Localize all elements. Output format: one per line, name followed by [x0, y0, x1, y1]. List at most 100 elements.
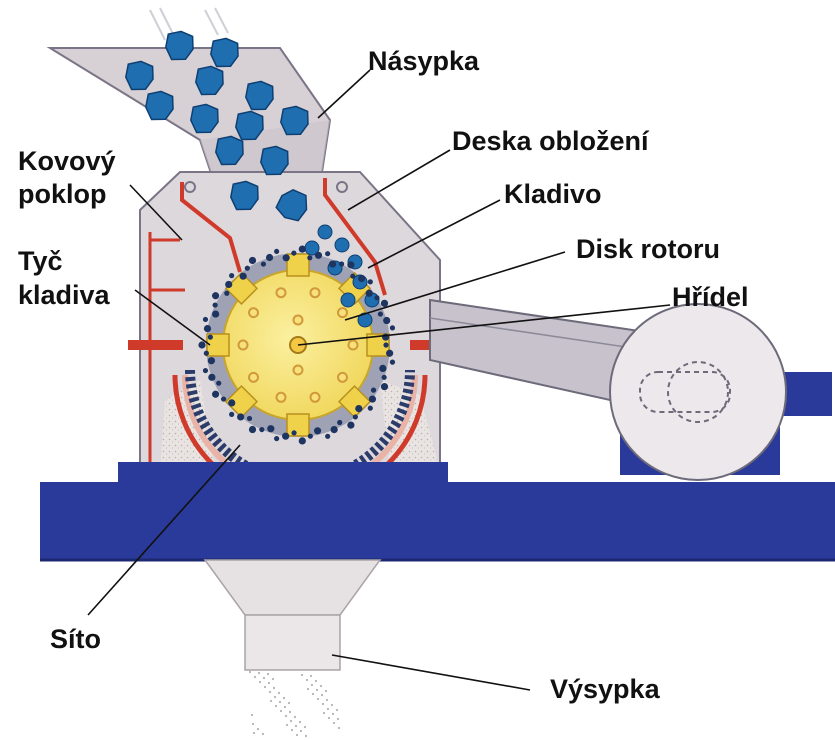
ore-grain [282, 433, 289, 440]
powder-grain [337, 718, 339, 720]
powder-grain [331, 704, 333, 706]
bolt [249, 373, 258, 382]
label-vysypka: Výsypka [550, 674, 661, 704]
powder-grain [283, 697, 285, 699]
ore-grain [353, 414, 358, 419]
powder-grain [315, 680, 317, 682]
powder-grain [264, 686, 266, 688]
ore-grain [204, 325, 211, 332]
ore-grain [299, 437, 306, 444]
ore-grain [368, 406, 373, 411]
powder-grain [295, 725, 297, 727]
powder-grain [316, 689, 318, 691]
ore-grain [381, 383, 388, 390]
ore-lump [236, 111, 263, 139]
motor [610, 304, 832, 480]
ore-grain [390, 360, 395, 365]
powder-grain [317, 698, 319, 700]
ore-grain [339, 261, 344, 266]
ore-grain [259, 427, 264, 432]
powder-grain [301, 674, 303, 676]
powder-grain [327, 708, 329, 710]
ore-grain [249, 426, 256, 433]
ore-grain [314, 427, 321, 434]
ore-grain [381, 300, 388, 307]
ore-lump [191, 104, 218, 132]
powder-grain [310, 675, 312, 677]
ore-grain [203, 368, 208, 373]
ore-grain [299, 245, 306, 252]
powder-grain [269, 691, 271, 693]
ore-fragment [318, 225, 332, 239]
leader-nasypka [318, 70, 370, 118]
bolt [294, 366, 303, 375]
ore-grain [237, 413, 244, 420]
label-disk-rotoru: Disk rotoru [576, 234, 720, 264]
powder-grain [279, 701, 281, 703]
bolt [310, 393, 319, 402]
ore-grain [315, 252, 322, 259]
ore-grain [291, 250, 296, 255]
ore-grain [382, 375, 387, 380]
ore-grain [371, 388, 376, 393]
ore-grain [386, 350, 393, 357]
ore-grain [329, 260, 336, 267]
powder-grain [326, 699, 328, 701]
ore-grain [390, 325, 395, 330]
ore-lump [261, 146, 288, 174]
ore-grain [291, 430, 296, 435]
powder-grain [325, 690, 327, 692]
powder-grain [291, 729, 293, 731]
ore-grain [212, 292, 219, 299]
ore-grain [355, 405, 362, 412]
label-deska-oblozeni: Deska obložení [452, 126, 650, 156]
hammer [287, 254, 309, 276]
powder-grain [323, 712, 325, 714]
ore-lump [281, 106, 308, 134]
leader-vysypka [332, 655, 530, 690]
ore-grain [350, 274, 355, 279]
ore-grain [249, 257, 256, 264]
ore-grain [307, 255, 312, 260]
ore-grain [374, 295, 379, 300]
ore-grain [378, 311, 383, 316]
powder-grain [288, 702, 290, 704]
powder-grain [312, 693, 314, 695]
powder-grain [289, 711, 291, 713]
ore-grain [368, 279, 373, 284]
powder-grain [299, 721, 301, 723]
label-kladivo: Kladivo [504, 179, 602, 209]
ore-grain [261, 261, 266, 266]
powder-grain [284, 706, 286, 708]
powder-grain [290, 720, 292, 722]
powder-grain [300, 730, 302, 732]
powder-grain [273, 687, 275, 689]
ore-grain [224, 291, 229, 296]
label-tyc: Tyč [18, 246, 63, 276]
ore-lump [211, 38, 238, 66]
bolt [277, 288, 286, 297]
powder-grain [249, 671, 251, 673]
bolt [338, 373, 347, 382]
ore-lump [231, 181, 258, 209]
powder-grain [270, 700, 272, 702]
powder-grain [263, 677, 265, 679]
powder-grain [328, 717, 330, 719]
label-poklop: poklop [18, 179, 107, 209]
label-hridel: Hřídel [672, 282, 749, 312]
powder-grain [304, 726, 306, 728]
ore-lump [246, 81, 273, 109]
label-kovovy: Kovový [18, 146, 116, 176]
ore-grain [204, 351, 209, 356]
ore-grain [366, 290, 373, 297]
powder-grain [280, 710, 282, 712]
ore-grain [208, 335, 213, 340]
ore-grain [331, 426, 338, 433]
powder-grain [258, 672, 260, 674]
powder-grain [285, 715, 287, 717]
ore-grain [245, 266, 250, 271]
ore-lump [166, 31, 193, 59]
ore-fragment [335, 238, 349, 252]
powder-grain [267, 673, 269, 675]
ore-lump [146, 91, 173, 119]
